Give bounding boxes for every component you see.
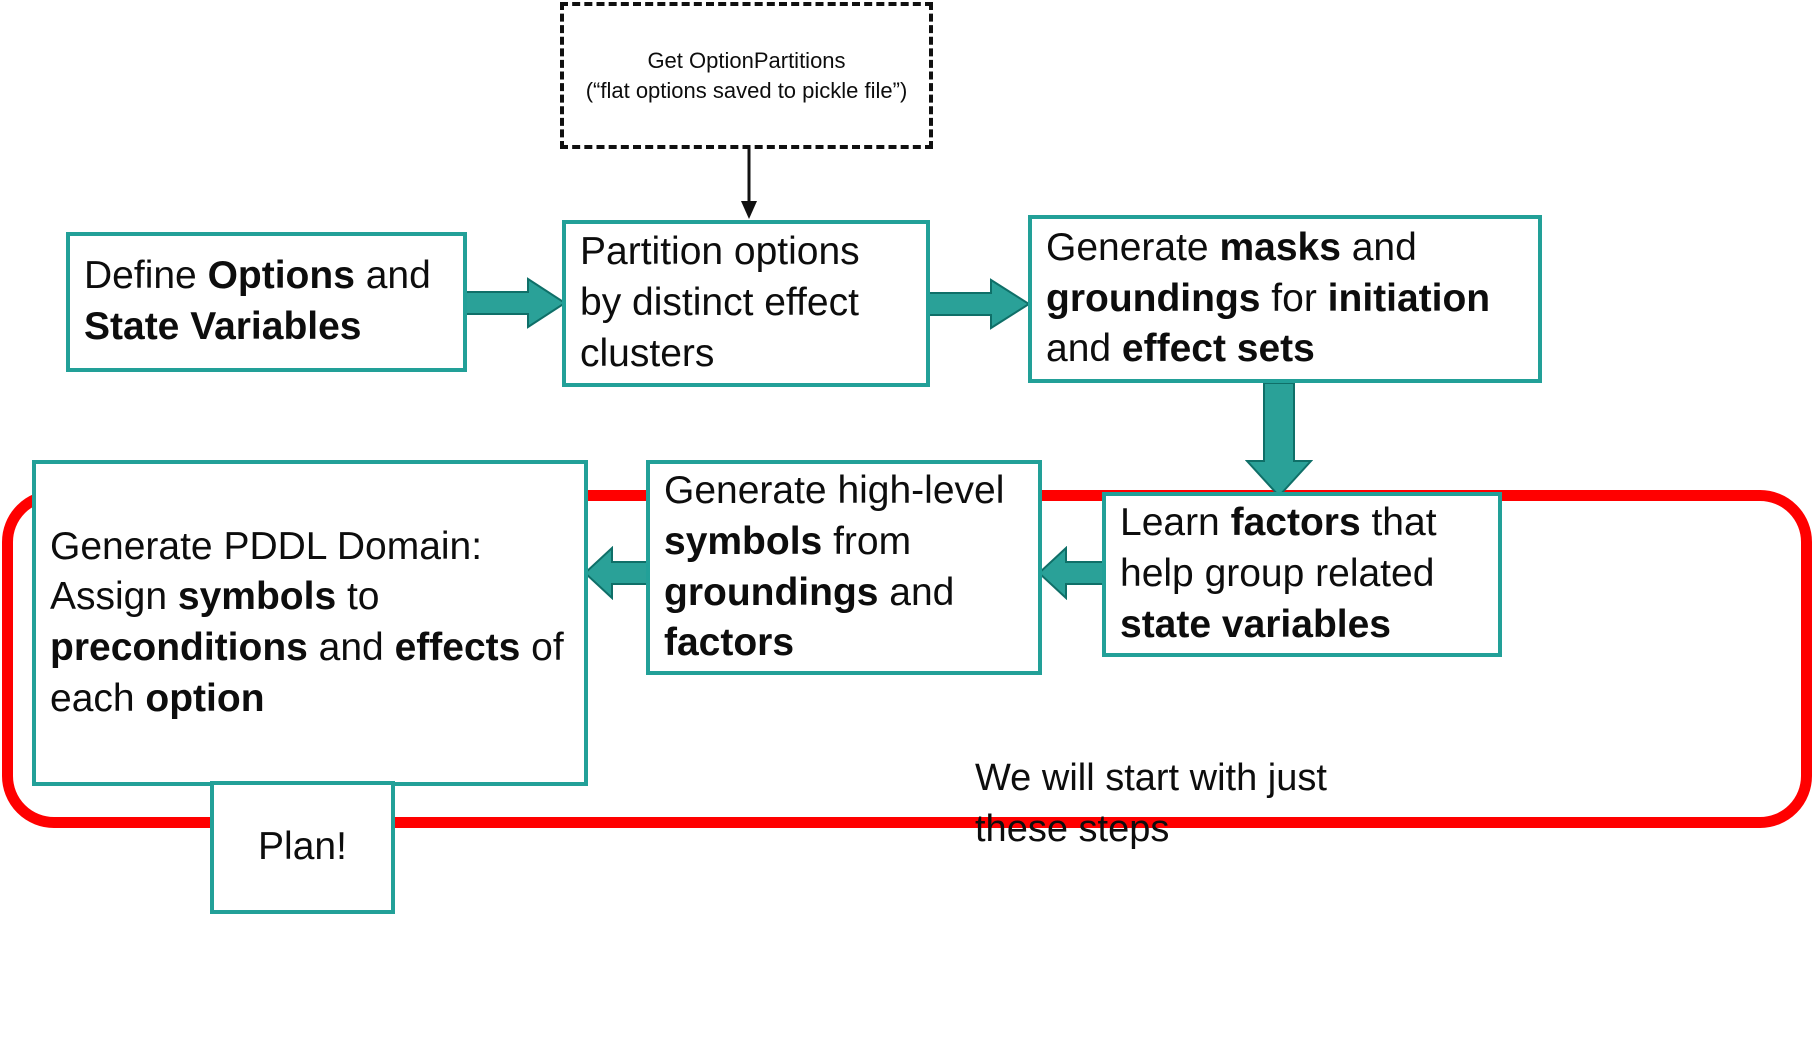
connector-define-to-partition [466,277,566,329]
annotation-note: We will start with just these steps [975,753,1445,856]
annotation-line1: We will start with just [975,757,1327,799]
node-get-option-partitions: Get OptionPartitions (“flat options save… [560,2,933,149]
connector-masks-to-factors [1245,383,1313,498]
node-get-option-partitions-text: Get OptionPartitions (“flat options save… [564,46,929,105]
connector-partitions-to-partition-options [736,149,762,221]
connector-symbols-to-pddl [584,546,652,600]
connector-partition-to-masks [928,278,1030,330]
get-option-partitions-line1: Get OptionPartitions [647,47,846,73]
annotation-line2: these steps [975,808,1170,851]
connector-factors-to-symbols [1038,546,1106,600]
node-plan-text: Plan! [258,825,347,869]
node-plan: Plan! [210,781,395,914]
get-option-partitions-line2: (“flat options saved to pickle file”) [585,77,908,103]
